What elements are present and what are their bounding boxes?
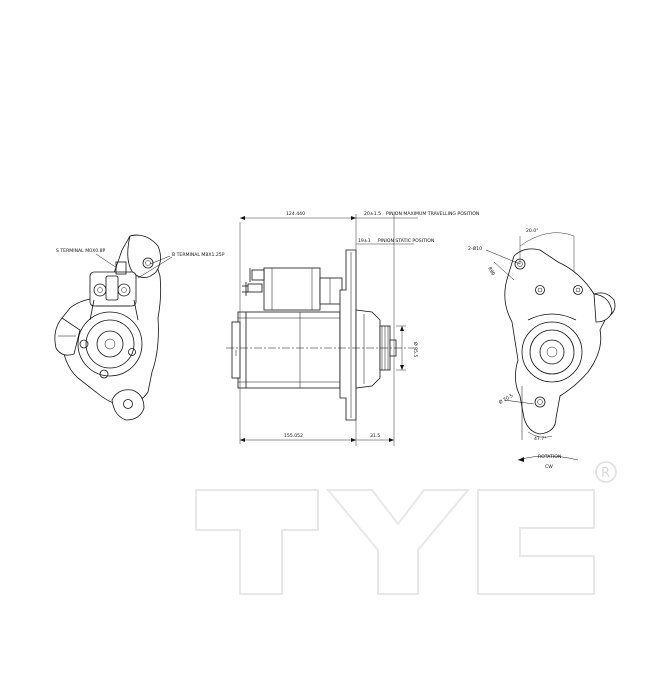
right-end-view (485, 232, 616, 440)
dim-31-label: 31.5 (370, 433, 380, 439)
dim-2phi-label: 2-Ø10 (468, 245, 482, 252)
rotation-arrow-icon (518, 457, 524, 462)
pinion-static-label: PINION STATIC POSITION (378, 238, 434, 244)
dim-diameter-label: Ø 85.5 (412, 342, 419, 357)
s-terminal-label: S TERMINAL M0X0.8P (56, 248, 106, 254)
dim-angle-label: 20.0° (526, 228, 539, 234)
dim-124-label: 124.440 (286, 211, 305, 217)
rotation-indicator (517, 455, 579, 462)
dim-155-label: 155.052 (284, 433, 303, 439)
rotation-label: ROTATION (538, 454, 561, 460)
dim-r-label: R90 (486, 266, 496, 277)
dim-side-label: Ø 70.5 (498, 392, 515, 406)
dim-20-label: 20±1.5 (364, 211, 381, 217)
dim-bottom-label: 47.7° (534, 436, 547, 442)
tyc-watermark-logo (195, 461, 617, 595)
pinion-max-label: PINION MAXIMUM TRAVELLING POSITION (386, 211, 479, 217)
cw-label: CW (545, 464, 553, 470)
registered-mark: R (601, 466, 610, 481)
left-front-view (54, 234, 173, 421)
b-terminal-label: B TERMINAL M8X1.25P (172, 252, 225, 258)
dim-19-label: 19±1 (358, 238, 371, 244)
center-side-view (226, 214, 418, 446)
